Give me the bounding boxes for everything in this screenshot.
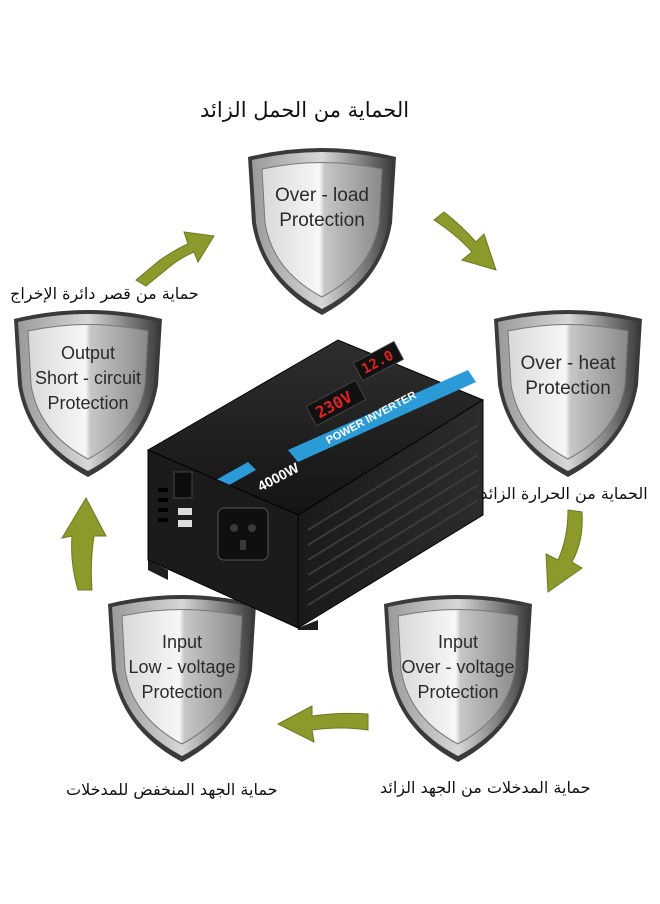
output-short-arabic-label: حماية من قصر دائرة الإخراج bbox=[10, 284, 199, 303]
shield-line-2: Over - voltage bbox=[401, 657, 515, 677]
input-low-shield: Input Low - voltage Protection bbox=[102, 590, 262, 765]
shield-line-1: Output bbox=[60, 343, 116, 363]
inverter-image: 230V 12.0 POWER INVERTER 4000W bbox=[146, 339, 485, 630]
output-short-shield: Output Short - circuit Protection bbox=[8, 305, 168, 480]
shield-line-2: Protection bbox=[525, 378, 611, 399]
shield-line-1: Over - load bbox=[275, 185, 369, 206]
arrow-icon bbox=[545, 509, 583, 593]
shield-line-2: Short - circuit bbox=[34, 368, 142, 388]
shield-line-1: Input bbox=[161, 632, 203, 652]
output-short-shield-text: Output Short - circuit Protection bbox=[8, 341, 168, 416]
input-low-shield-text: Input Low - voltage Protection bbox=[102, 630, 262, 705]
shield-icon bbox=[14, 310, 162, 477]
shield-line-3: Protection bbox=[417, 682, 499, 702]
arrow-icon bbox=[433, 211, 497, 271]
overheat-shield-text: Over - heat Protection bbox=[488, 351, 648, 401]
arrow-icon bbox=[135, 231, 215, 287]
input-low-arabic-label: حماية الجهد المنخفض للمدخلات bbox=[66, 780, 278, 799]
shield-icon bbox=[384, 595, 532, 762]
overheat-arabic-label: الحماية من الحرارة الزائدة bbox=[472, 484, 648, 503]
overload-shield: Over - load Protection bbox=[242, 143, 402, 318]
input-over-shield: Input Over - voltage Protection bbox=[378, 590, 538, 765]
shield-line-3: Protection bbox=[141, 682, 223, 702]
shield-line-2: Protection bbox=[279, 210, 365, 231]
shield-icon bbox=[248, 148, 396, 315]
overheat-shield: Over - heat Protection bbox=[488, 305, 648, 480]
shield-icon bbox=[108, 595, 256, 762]
shield-line-1: Input bbox=[437, 632, 479, 652]
shield-line-1: Over - heat bbox=[520, 353, 616, 374]
shield-line-3: Protection bbox=[47, 393, 129, 413]
input-over-shield-text: Input Over - voltage Protection bbox=[378, 630, 538, 705]
overload-shield-text: Over - load Protection bbox=[242, 183, 402, 233]
arrow-icon bbox=[276, 705, 369, 743]
overload-arabic-label: الحماية من الحمل الزائد bbox=[200, 98, 410, 122]
arrow-icon bbox=[60, 496, 107, 591]
shield-icon bbox=[494, 310, 642, 477]
shield-line-2: Low - voltage bbox=[128, 657, 236, 677]
input-over-arabic-label: حماية المدخلات من الجهد الزائد bbox=[380, 778, 591, 797]
